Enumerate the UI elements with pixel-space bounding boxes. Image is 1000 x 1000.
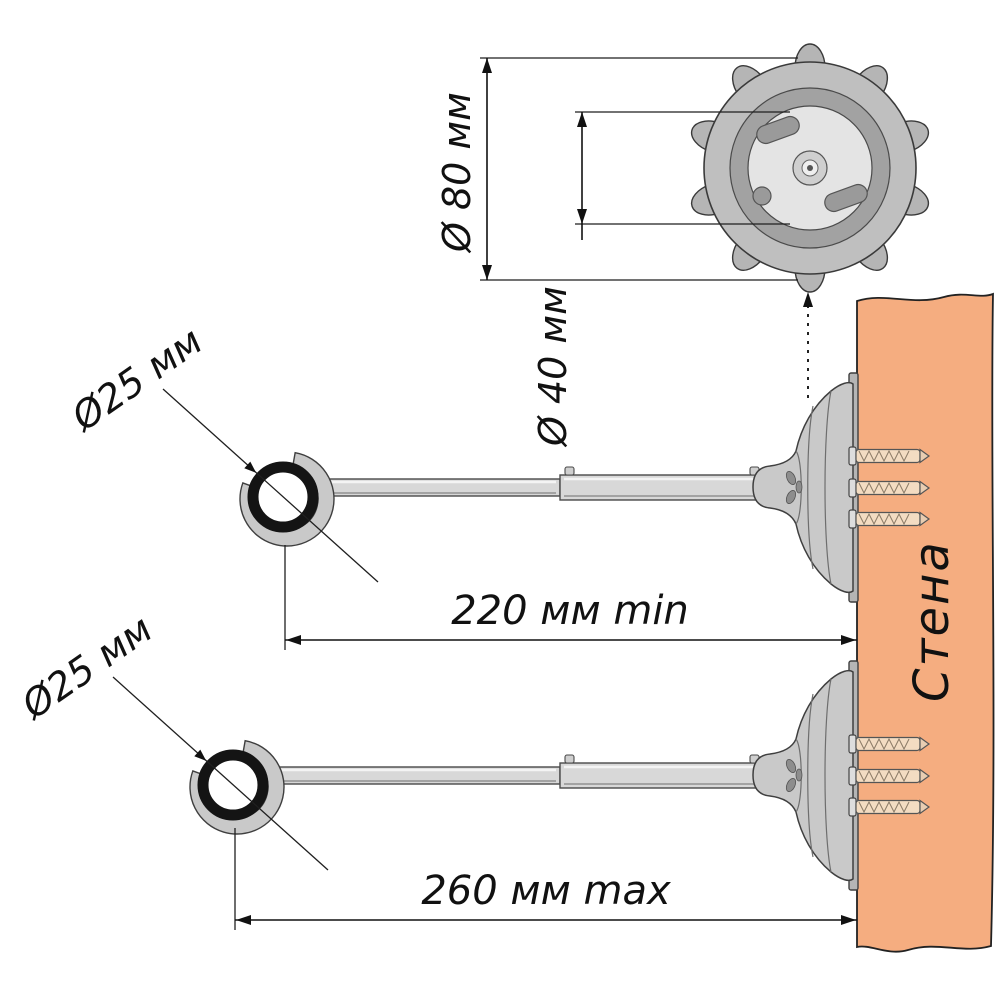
arrowhead xyxy=(482,58,492,73)
length-max-label: 260 мм max xyxy=(421,868,671,914)
dimension-260: 260 мм max xyxy=(234,828,857,930)
anchor-lower-1 xyxy=(848,734,930,754)
arrowhead xyxy=(577,112,587,127)
arrowhead xyxy=(577,209,587,224)
arrowhead xyxy=(482,265,492,280)
dimension-80: Ø 80 мм xyxy=(435,57,798,281)
flange-top-view xyxy=(690,43,930,293)
flange-slot xyxy=(756,115,800,145)
dimension-80-label: Ø 80 мм xyxy=(435,92,479,254)
flange-hole xyxy=(752,186,772,206)
dimension-40-label: Ø 40 мм xyxy=(531,286,575,448)
ring-diameter-label-lower: Ø25 мм xyxy=(12,607,160,729)
reference-arrowhead xyxy=(803,292,813,307)
ring-diameter-label-upper: Ø25 мм xyxy=(62,319,210,441)
leader-arrowhead xyxy=(244,461,257,473)
wall-label: Стена xyxy=(904,540,960,702)
dimension-40: Ø 40 мм xyxy=(531,111,790,448)
set-screw xyxy=(564,466,575,476)
diameter-leader-line xyxy=(162,388,379,583)
anchor-upper-2 xyxy=(848,478,930,498)
diameter-leader-line xyxy=(112,676,329,871)
set-screw xyxy=(564,754,575,764)
leader-arrowhead xyxy=(194,749,207,761)
anchor-upper-3 xyxy=(848,509,930,529)
arrowhead xyxy=(841,915,856,925)
wall-flange-upper xyxy=(752,372,859,603)
flange-slot xyxy=(824,183,868,213)
flange-hub-center xyxy=(807,165,813,171)
anchor-lower-2 xyxy=(848,766,930,786)
arrowhead xyxy=(286,635,301,645)
bracket-upper: Ø25 мм xyxy=(62,319,930,603)
bracket-lower: Ø25 мм xyxy=(12,607,930,891)
arrowhead xyxy=(236,915,251,925)
wall-flange-lower xyxy=(752,660,859,891)
dimension-220: 220 мм min xyxy=(284,545,857,650)
ring-holder-upper xyxy=(240,453,334,546)
ring-holder-lower xyxy=(190,741,284,834)
anchor-upper-1 xyxy=(848,446,930,466)
arrowhead xyxy=(841,635,856,645)
anchor-lower-3 xyxy=(848,797,930,817)
length-min-label: 220 мм min xyxy=(451,588,689,634)
